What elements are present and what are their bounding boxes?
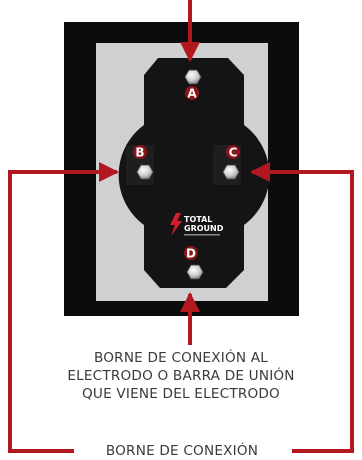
- nut-c: [222, 164, 240, 180]
- leader-right: [250, 162, 354, 453]
- caption-electrode-terminal: BORNE DE CONEXIÓN AL ELECTRODO O BARRA D…: [20, 349, 342, 403]
- svg-text:C: C: [229, 146, 238, 160]
- svg-text:A: A: [187, 87, 197, 101]
- caption-line: QUE VIENE DEL ELECTRODO: [82, 386, 280, 402]
- svg-text:D: D: [186, 247, 196, 261]
- terminal-label-c: C: [226, 145, 240, 160]
- nut-b: [136, 164, 154, 180]
- svg-text:TOTAL: TOTAL: [184, 215, 212, 224]
- svg-text:B: B: [135, 146, 144, 160]
- lightning-bolt-icon: [170, 213, 182, 236]
- caption-line: ELECTRODO O BARRA DE UNIÓN: [67, 368, 295, 384]
- total-ground-logo: TOTAL GROUND: [170, 213, 224, 236]
- terminal-label-b: B: [133, 145, 147, 160]
- nut-d: [186, 264, 204, 280]
- caption-connection-terminal: BORNE DE CONEXIÓN: [82, 443, 282, 459]
- leader-left: [8, 162, 119, 453]
- terminal-label-d: D: [184, 246, 198, 261]
- nut-a: [184, 69, 202, 85]
- caption-line: BORNE DE CONEXIÓN AL: [93, 350, 269, 366]
- terminal-label-a: A: [185, 86, 199, 101]
- svg-text:GROUND: GROUND: [184, 224, 224, 233]
